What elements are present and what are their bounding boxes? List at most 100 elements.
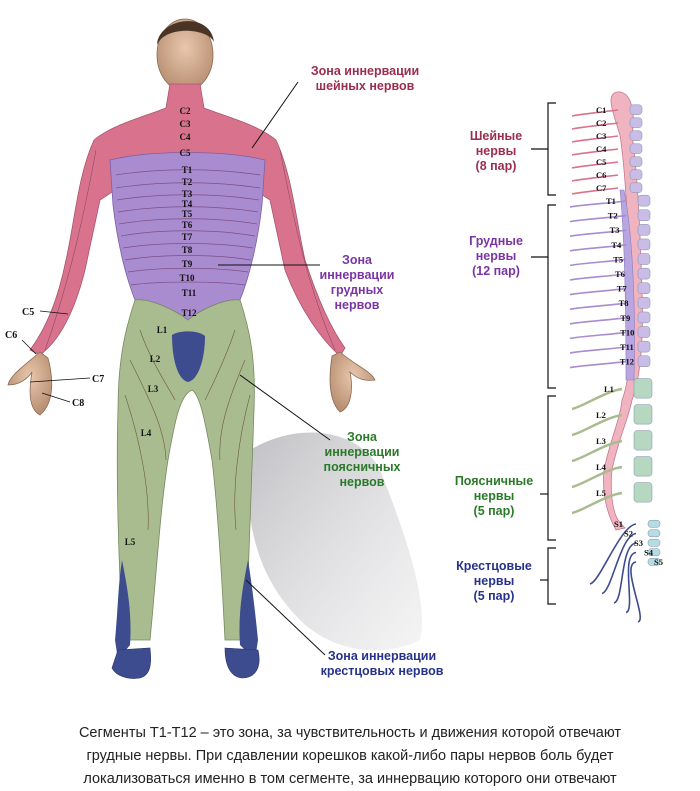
spine-seg-label: T5 [613,254,623,264]
lumbar-zone-label-line1: Зона [347,430,378,444]
caption: Сегменты Т1-Т12 – это зона, за чувствите… [0,722,700,791]
spine-seg-label: S3 [634,538,643,548]
vertebra [647,538,661,547]
lumbar-zone-shape [116,299,255,641]
vertebra [647,529,661,538]
cervical-group-label-line2: нервы [476,144,517,158]
nerve-root [569,317,627,325]
spine-seg-label: T7 [617,284,628,294]
thoracic-cord [619,189,635,381]
thoracic-zone-label-line1: Зона [342,253,373,267]
nerve-root [571,413,623,437]
seg-label: C2 [180,106,191,116]
nerve-root [569,200,627,208]
sacral-zone-left [115,560,131,660]
spine-seg-label: L1 [604,384,614,394]
caption-line: Сегменты Т1-Т12 – это зона, за чувствите… [78,725,622,741]
spine-seg-label: L2 [596,410,606,420]
vertebra [637,209,651,221]
spine-seg-label: T8 [619,298,629,308]
sacral-group-label-line3: (5 пар) [474,589,515,603]
spine-group-labels: Шейные нервы (8 пар) Грудные нервы (12 п… [455,129,533,603]
thoracic-zone-label-line2: иннервации [320,268,395,282]
nerve-root [571,122,619,130]
nerve-root [569,214,627,223]
seg-label: T4 [182,199,193,209]
vertebra [637,253,651,265]
vertebra [637,355,651,367]
spine-seg-label: C1 [596,105,606,115]
spine-seg-label: T6 [615,269,625,279]
nerve-root [569,258,627,267]
vertebra [629,182,643,193]
seg-label: L4 [141,428,152,438]
vertebra [637,194,651,207]
lumbar-bracket [547,395,556,541]
lumbar-group-label-line2: нервы [474,489,515,503]
vertebra [629,169,643,180]
spine-seg-label: T1 [606,196,616,206]
vertebra [647,557,661,566]
lumbar-group-label-line1: Поясничные [455,474,533,488]
vertebra [637,282,651,294]
vertebra [647,548,661,557]
nerve-root [571,148,619,156]
nerve-root [571,387,623,411]
spine-seg-label: T9 [620,313,630,323]
spine-brackets [531,102,556,605]
nerve-root [601,532,637,595]
vertebra [633,456,653,477]
seg-label: T12 [181,308,197,318]
sacral-bracket [547,547,556,605]
sacral-group-label-line2: нервы [474,574,515,588]
thoracic-bracket [547,204,556,389]
left-foot [111,647,151,679]
spine-seg-label: S5 [654,557,663,567]
vertebra [629,117,643,128]
nerve-root [571,109,619,117]
nerve-root [571,439,623,463]
sacral-zone-label-line1: Зона иннервации [328,649,436,663]
lumbar-zone-label-line2: иннервации [325,445,400,459]
spine-seg-label: T11 [620,342,634,352]
sacral-group-label-line1: Крестцовые [456,559,532,573]
nerve-root [571,187,619,195]
spine-seg-label: S1 [614,519,623,529]
seg-label: C7 [92,374,104,385]
trunk-segment-labels: C2 C3 C4 C5 T1 T2 T3 T4 T5 T6 T7 T8 T9 T… [179,106,197,318]
seg-label: C8 [72,398,84,409]
nerve-root [613,542,637,604]
dermatome-diagram: C2 C3 C4 C5 T1 T2 T3 T4 T5 T6 T7 T8 T9 T… [5,18,663,679]
nerve-root [569,273,627,281]
vertebra [637,238,651,251]
seg-label: T9 [182,259,193,269]
spine-seg-label: C7 [596,183,607,193]
nerve-root [625,551,637,614]
spine-seg-label: L3 [596,436,606,446]
seg-label: T5 [182,209,193,219]
sacral-zone-label-line2: крестцовых нервов [321,664,444,678]
thoracic-group-label-line1: Грудные [469,234,523,248]
caption-line: грудные нервы. При сдавлении корешков ка… [86,748,614,764]
thoracic-group-label-line2: нервы [476,249,517,263]
spine-seg-label: C3 [596,131,606,141]
seg-label: T8 [182,245,193,255]
spine-seg-label: L4 [596,462,607,472]
lumbar-zone-label-line3: поясничных [324,460,401,474]
seg-label: L2 [150,354,161,364]
spine-seg-label: T12 [620,357,634,367]
nerve-root [569,229,627,237]
groin [172,331,205,382]
spine-seg-label: T3 [610,225,620,235]
cervical-zone-label-line2: шейных нервов [316,79,415,93]
vertebra [629,104,643,115]
vertebra [637,267,651,280]
seg-label: T3 [182,189,193,199]
lumbar-zone-label-line4: нервов [340,475,385,489]
seg-label: C3 [180,119,191,129]
thoracic-zone-label-line3: грудных [331,283,383,297]
thoracic-group-label-line3: (12 пар) [472,264,520,278]
nerve-root [571,161,619,169]
nerve-root [571,174,619,182]
spine-seg-label: C5 [596,157,606,167]
